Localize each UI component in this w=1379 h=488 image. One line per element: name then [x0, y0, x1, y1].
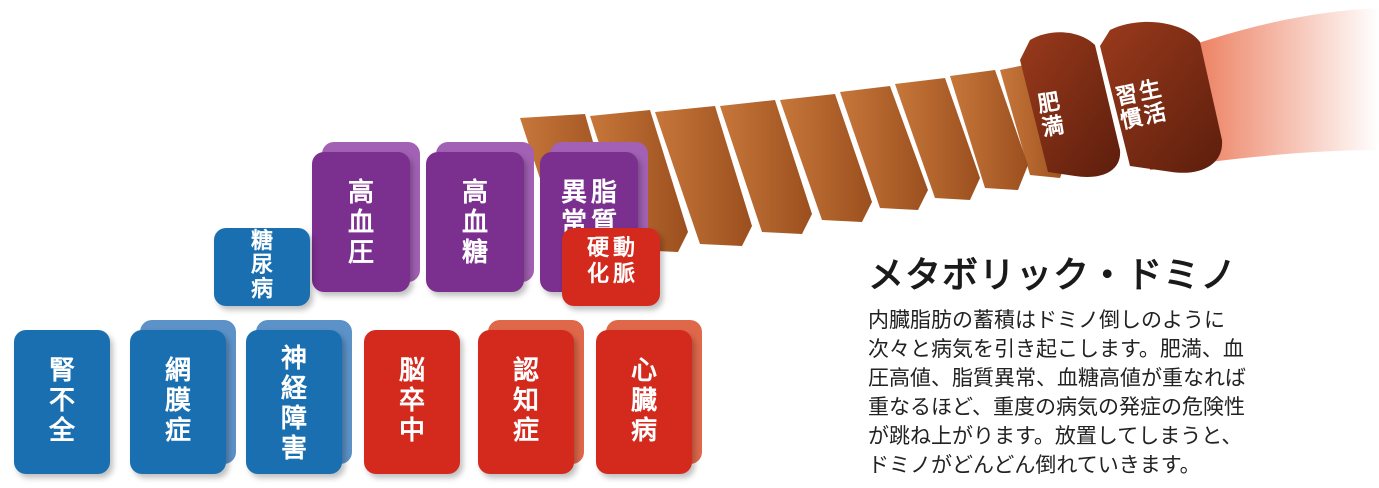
retinopathy-char: 網: [164, 356, 191, 386]
hyperglycemia-char: 糖: [461, 238, 488, 268]
stroke-char: 中: [398, 416, 425, 446]
hypertension-char: 血: [347, 208, 374, 238]
neuropathy-domino: 神 経 障 害: [246, 320, 352, 474]
heart-disease-char: 臓: [630, 386, 657, 416]
kidney-failure-char: 全: [48, 416, 75, 446]
domino-face: [364, 330, 460, 474]
lifestyle-domino: 生 活 習 慣: [1113, 77, 1169, 135]
neuropathy-char: 障: [280, 404, 307, 434]
hyperglycemia-char: 血: [461, 208, 488, 238]
kidney-failure-char: 不: [48, 386, 75, 416]
domino-face: [312, 152, 410, 292]
arteriosclerosis-char: 硬: [586, 236, 609, 261]
dyslipidemia-char: 脂: [591, 178, 618, 208]
diabetes-domino: 糖 尿 病: [214, 228, 310, 306]
dementia-char: 認: [512, 356, 539, 386]
hyperglycemia-char: 高: [461, 178, 488, 208]
caption-line: ドミノがどんどん倒れていきます。: [868, 453, 1201, 477]
stroke-domino: 脳 卒 中: [364, 330, 460, 474]
kidney-failure-char: 腎: [48, 356, 75, 386]
obesity-char: 満: [1039, 113, 1067, 142]
hypertension-char: 圧: [347, 238, 374, 268]
arteriosclerosis-char: 化: [586, 262, 609, 287]
hyperglycemia-domino: 高 血 糖: [426, 142, 534, 292]
caption-body: 内臓脂肪の蓄積はドミノ倒しのように 次々と病気を引き起こします。肥満、血 圧高値…: [868, 306, 1368, 480]
diabetes-char: 糖: [250, 229, 273, 254]
caption-title: メタボリック・ドミノ: [868, 255, 1238, 296]
domino-face: [596, 330, 692, 474]
domino-face: [214, 228, 310, 306]
dementia-char: 症: [512, 416, 539, 446]
domino-face: [562, 228, 660, 306]
hypertension-domino: 高 血 圧: [312, 142, 420, 292]
caption: メタボリック・ドミノ 内臓脂肪の蓄積はドミノ倒しのように 次々と病気を引き起こし…: [868, 246, 1368, 480]
caption-line: 重なるほど、重度の病気の発症の危険性: [868, 395, 1245, 419]
diabetes-char: 尿: [250, 253, 273, 278]
stroke-char: 卒: [398, 386, 425, 416]
neuropathy-char: 害: [280, 434, 307, 464]
caption-line: が跳ね上がります。放置してしまうと、: [868, 424, 1243, 448]
retinopathy-domino: 網 膜 症: [130, 320, 236, 474]
heart-disease-domino: 心 臓 病: [596, 320, 702, 474]
kidney-failure-domino: 腎 不 全: [14, 330, 110, 474]
domino-face: [426, 152, 524, 292]
arteriosclerosis-domino: 動 脈 硬 化: [562, 228, 660, 306]
stroke-char: 脳: [398, 356, 425, 386]
domino-face: [14, 330, 110, 474]
dementia-domino: 認 知 症: [478, 320, 584, 474]
diabetes-char: 病: [250, 277, 273, 302]
lifestyle-char: 活: [1141, 100, 1169, 130]
arteriosclerosis-char: 動: [613, 236, 636, 261]
neuropathy-char: 神: [280, 344, 307, 374]
dyslipidemia-char: 異: [560, 178, 587, 208]
domino-face: [478, 330, 574, 474]
obesity-domino-shape: [1020, 32, 1121, 177]
retinopathy-char: 症: [164, 416, 191, 446]
hypertension-char: 高: [347, 178, 374, 208]
neuropathy-char: 経: [280, 374, 307, 404]
dementia-char: 知: [512, 386, 539, 416]
arteriosclerosis-char: 脈: [613, 262, 636, 287]
caption-line: 内臓脂肪の蓄積はドミノ倒しのように: [868, 308, 1225, 332]
heart-disease-char: 病: [630, 416, 657, 446]
heart-disease-char: 心: [630, 356, 657, 386]
caption-line: 次々と病気を引き起こします。肥満、血: [868, 337, 1244, 361]
lifestyle-domino-shape: [1100, 21, 1223, 173]
domino-face: [246, 330, 342, 474]
caption-line: 圧高値、脂質異常、血糖高値が重なれば: [868, 366, 1246, 390]
retinopathy-char: 膜: [164, 386, 191, 416]
lifestyle-char: 慣: [1118, 105, 1146, 135]
domino-face: [130, 330, 226, 474]
